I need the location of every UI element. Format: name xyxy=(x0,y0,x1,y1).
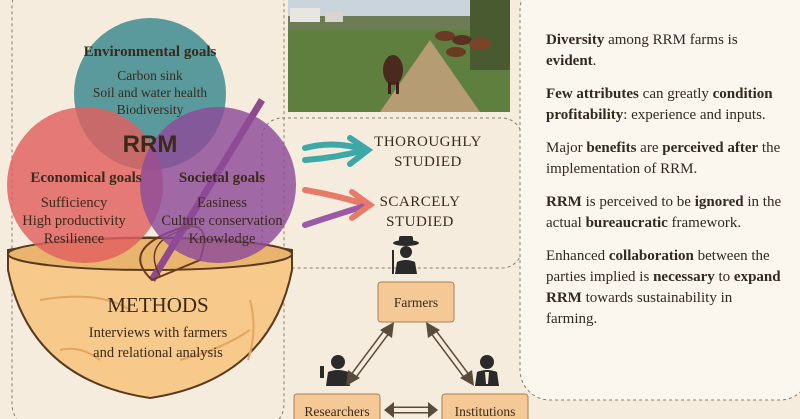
double-arrow-researchers-institutions xyxy=(384,402,438,418)
finding-item: Few attributes can greatly condition pro… xyxy=(546,84,786,126)
arrow-scarcely xyxy=(302,187,376,228)
environmental-title: Environmental goals xyxy=(84,44,217,60)
environmental-item-1: Carbon sink xyxy=(117,68,183,83)
finding-text: between the parties implied is xyxy=(546,248,770,285)
thoroughly-label-2: STUDIED xyxy=(394,154,462,170)
scarcely-label-2: STUDIED xyxy=(386,214,454,230)
finding-emphasis: benefits xyxy=(586,140,637,156)
finding-text: : experience and inputs. xyxy=(623,107,766,123)
farmers-box xyxy=(377,281,455,323)
finding-text: can greatly xyxy=(638,86,713,102)
arrow-thoroughly xyxy=(302,135,374,167)
economical-item-1: Sufficiency xyxy=(41,195,108,211)
finding-text: Major xyxy=(546,140,587,156)
researchers-label: Researchers xyxy=(304,404,369,419)
finding-item: RRM is perceived to be ignored in the ac… xyxy=(546,192,786,234)
finding-emphasis: expand RRM xyxy=(546,269,781,306)
thoroughly-label-1: THOROUGHLY xyxy=(374,134,482,150)
economical-circle xyxy=(7,107,163,263)
finding-emphasis: RRM xyxy=(546,194,582,210)
institutions-label: Institutions xyxy=(455,404,516,419)
findings-list: Diversity among RRM farms is evident. Few… xyxy=(546,30,786,342)
finding-emphasis: condition profitability xyxy=(546,86,773,123)
finding-emphasis: Diversity xyxy=(546,32,605,48)
finding-text: in the actual xyxy=(546,194,782,231)
finding-text: are xyxy=(636,140,663,156)
finding-emphasis: evident xyxy=(546,53,593,69)
finding-text: . xyxy=(592,53,597,69)
methods-title: METHODS xyxy=(107,293,209,317)
finding-emphasis: bureaucratic xyxy=(585,215,668,231)
societal-item-1: Easiness xyxy=(197,195,247,211)
finding-emphasis: ignored xyxy=(694,194,744,210)
farmer-icon xyxy=(392,236,419,274)
farmers-label: Farmers xyxy=(394,295,438,310)
field-photo xyxy=(288,0,510,112)
finding-text: among RRM farms is xyxy=(604,32,738,48)
societal-item-2: Culture conservation xyxy=(161,213,283,229)
finding-emphasis: perceived after xyxy=(662,140,759,156)
finding-emphasis: collaboration xyxy=(608,248,694,264)
findings-panel xyxy=(519,0,800,401)
methods-line-1: Interviews with farmers xyxy=(89,325,228,341)
economical-title: Economical goals xyxy=(30,170,141,186)
finding-text: framework. xyxy=(667,215,742,231)
finding-text: the implementation of RRM. xyxy=(546,140,781,177)
societal-title: Societal goals xyxy=(179,170,265,186)
economical-item-2: High productivity xyxy=(22,213,126,229)
finding-text: to xyxy=(714,269,734,285)
institution-icon xyxy=(475,355,499,386)
rrm-center-label: RRM xyxy=(123,131,178,158)
methods-line-2: and relational analysis xyxy=(93,345,223,361)
environmental-item-3: Biodiversity xyxy=(117,102,184,117)
finding-item: Enhanced collaboration between the parti… xyxy=(546,246,786,330)
scarcely-label-1: SCARCELY xyxy=(380,194,461,210)
finding-text: is perceived to be xyxy=(581,194,695,210)
finding-item: Diversity among RRM farms is evident. xyxy=(546,30,786,72)
societal-circle xyxy=(140,107,296,263)
finding-emphasis: necessary xyxy=(653,269,715,285)
environmental-item-2: Soil and water health xyxy=(93,85,208,100)
double-arrow-farmers-institutions xyxy=(426,322,474,386)
double-arrow-farmers-researchers xyxy=(346,322,394,386)
economical-item-3: Resilience xyxy=(44,231,104,247)
societal-item-3: Knowledge xyxy=(189,231,256,247)
finding-item: Major benefits are perceived after the i… xyxy=(546,138,786,180)
finding-emphasis: Few attributes xyxy=(546,86,639,102)
finding-text: Enhanced xyxy=(546,248,609,264)
researcher-icon xyxy=(320,355,350,386)
institutions-box xyxy=(441,393,529,419)
researchers-box xyxy=(293,393,381,419)
finding-text: towards sustainability in farming. xyxy=(546,290,733,327)
